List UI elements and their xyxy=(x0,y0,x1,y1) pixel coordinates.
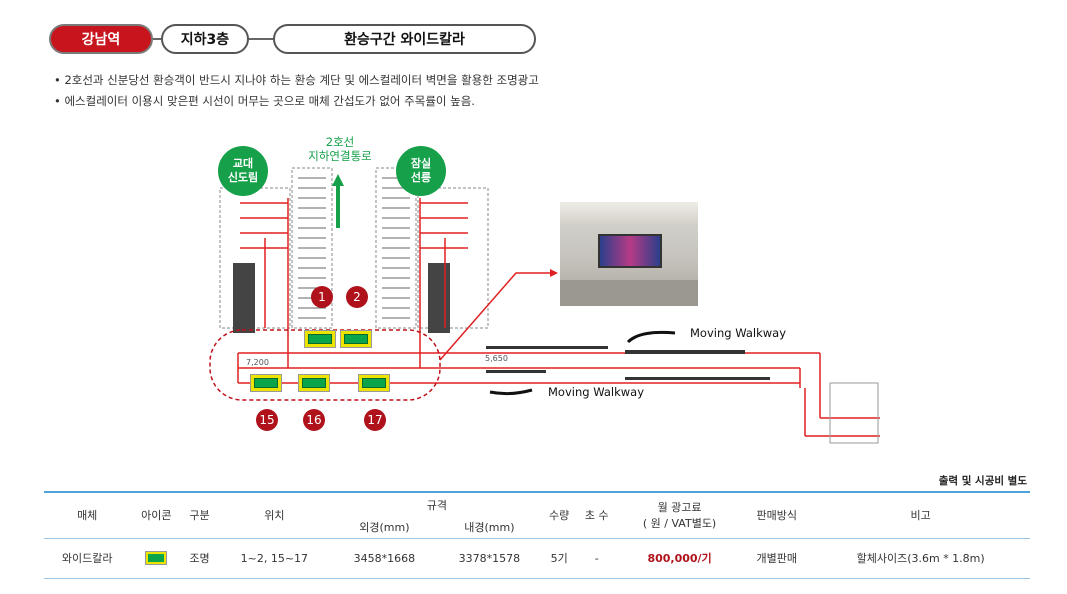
exit-right-badge: 잠실 선릉 xyxy=(396,146,446,196)
cost-note: 출력 및 시공비 별도 xyxy=(938,475,1027,487)
marker-16: 16 xyxy=(303,409,325,431)
col-remark: 비고 xyxy=(811,491,1030,538)
cell-qty: 5기 xyxy=(541,537,577,579)
cell-sale: 개별판매 xyxy=(742,537,812,579)
col-qty: 수량 xyxy=(541,491,577,538)
photo-floor xyxy=(560,280,698,306)
table-row: 와이드칼라 조명 1~2, 15~17 3458*1668 3378*1578 … xyxy=(44,537,1030,579)
col-position: 위치 xyxy=(216,491,332,538)
ad-slot-2[interactable] xyxy=(340,330,372,348)
photo-lightbox xyxy=(598,234,662,268)
breadcrumb-station[interactable]: 강남역 xyxy=(49,24,153,54)
cell-price: 800,000/기 xyxy=(616,537,743,579)
marker-15: 15 xyxy=(256,409,278,431)
marker-1: 1 xyxy=(311,286,333,308)
ad-location-photo xyxy=(560,202,698,306)
ad-slot-17[interactable] xyxy=(358,374,390,392)
floor-map: 교대 신도림 잠실 선릉 2호선 지하연결통로 Moving Walkway M… xyxy=(200,128,890,468)
breadcrumb-floor[interactable]: 지하3층 xyxy=(161,24,249,54)
col-icon: 아이콘 xyxy=(130,491,183,538)
col-sale: 판매방식 xyxy=(742,491,812,538)
cell-seconds: - xyxy=(576,537,617,579)
col-type: 구분 xyxy=(182,491,217,538)
marker-2: 2 xyxy=(346,286,368,308)
description-item: 에스컬레이터 이용시 맞은편 시선이 머무는 곳으로 매체 간섭도가 없어 주목… xyxy=(54,91,539,112)
crumb-connector xyxy=(150,38,164,40)
cell-outer: 3458*1668 xyxy=(331,537,437,579)
col-price: 월 광고료 ( 원 / VAT별도) xyxy=(616,491,743,538)
col-outer: 외경(mm) xyxy=(359,520,410,534)
description-list: 2호선과 신분당선 환승객이 반드시 지나야 하는 환승 계단 및 에스컬레이터… xyxy=(54,70,539,112)
cell-media: 와이드칼라 xyxy=(44,537,131,579)
col-seconds: 초 수 xyxy=(576,491,617,538)
crumb-connector xyxy=(246,38,276,40)
exit-left-badge: 교대 신도림 xyxy=(218,146,268,196)
description-item: 2호선과 신분당선 환승객이 반드시 지나야 하는 환승 계단 및 에스컬레이터… xyxy=(54,70,538,91)
col-media: 매체 xyxy=(44,491,131,538)
spec-table: 매체 아이콘 구분 위치 규격 수량 초 수 월 광고료 ( 원 / VAT별도… xyxy=(44,491,1030,579)
cell-position: 1~2, 15~17 xyxy=(216,537,332,579)
ad-slot-15[interactable] xyxy=(250,374,282,392)
cell-type: 조명 xyxy=(182,537,217,579)
cell-inner: 3378*1578 xyxy=(436,537,542,579)
cell-remark: 할체사이즈(3.6m * 1.8m) xyxy=(811,537,1030,579)
wide-color-icon xyxy=(145,551,168,565)
walkway-label-bottom: Moving Walkway xyxy=(548,385,644,399)
ad-slot-1[interactable] xyxy=(304,330,336,348)
line2-connector-label: 2호선 지하연결통로 xyxy=(308,135,372,163)
marker-17: 17 xyxy=(364,409,386,431)
cell-icon xyxy=(130,537,183,579)
walkway-label-top: Moving Walkway xyxy=(690,326,786,340)
breadcrumb-zone[interactable]: 환승구간 와이드칼라 xyxy=(273,24,536,54)
col-inner: 내경(mm) xyxy=(464,520,515,534)
photo-ceiling xyxy=(560,202,698,224)
col-spec: 규격 xyxy=(331,491,542,516)
dimension-mid: 5,650 xyxy=(485,354,508,363)
ad-slot-16[interactable] xyxy=(298,374,330,392)
dimension-left: 7,200 xyxy=(246,358,269,367)
